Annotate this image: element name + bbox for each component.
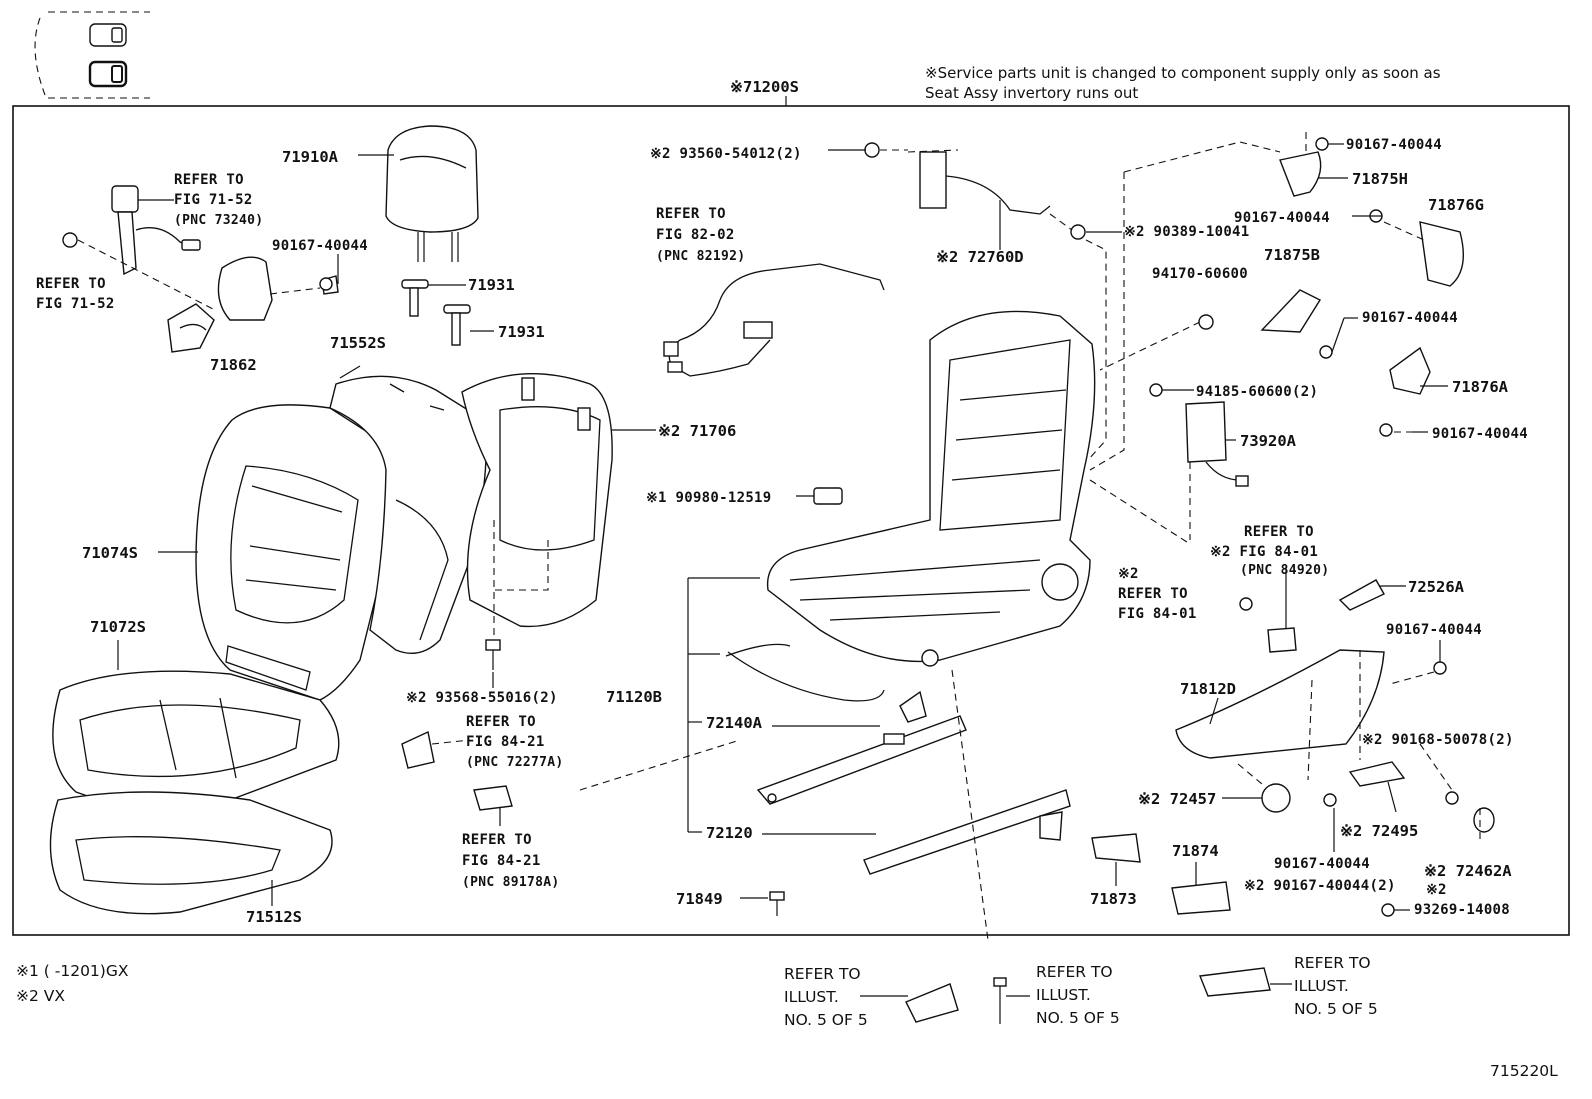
label-90167-left: 90167-40044 bbox=[272, 238, 368, 254]
seatback-pad-drawing bbox=[329, 375, 487, 654]
bottom-refer-drawings bbox=[905, 967, 1271, 1024]
seatback-board-drawing bbox=[461, 373, 613, 628]
refer-fig-84-01-a: REFER TO※2 FIG 84-01(PNC 84920) bbox=[1210, 524, 1329, 578]
label-90167-r2: 90167-40044 bbox=[1234, 210, 1330, 226]
label-90167-r4: 90167-40044 bbox=[1432, 426, 1528, 442]
label-71876A: 71876A bbox=[1452, 378, 1509, 396]
headrest-drawing bbox=[385, 125, 479, 262]
label-71120B: 71120B bbox=[606, 688, 662, 706]
footnote-2: ※2 VX bbox=[16, 987, 65, 1005]
diagram-code: 715220L bbox=[1490, 1062, 1558, 1080]
label-72495: ※2 72495 bbox=[1340, 822, 1418, 840]
label-72462A: ※2 72462A bbox=[1424, 862, 1512, 880]
label-71706: ※2 71706 bbox=[658, 422, 736, 440]
bracket-84-21-drawing bbox=[401, 730, 513, 811]
seatback-cover-drawing bbox=[195, 404, 393, 701]
label-71875H: 71875H bbox=[1352, 170, 1408, 188]
label-71512S: 71512S bbox=[246, 908, 302, 926]
label-72526A: 72526A bbox=[1408, 578, 1465, 596]
seat-track-drawings bbox=[756, 690, 1071, 875]
vehicle-seat-position-icon bbox=[34, 11, 150, 99]
side-cover-drawing bbox=[167, 256, 273, 353]
label-72140A: 72140A bbox=[706, 714, 763, 732]
label-71875B: 71875B bbox=[1264, 246, 1320, 264]
label-71873: 71873 bbox=[1090, 890, 1137, 908]
service-note-line1: ※Service parts unit is changed to compon… bbox=[925, 64, 1441, 82]
label-93269-mark: ※2 bbox=[1426, 882, 1447, 898]
cushion-cover-drawing bbox=[52, 670, 340, 809]
seat-frame-drawing bbox=[766, 310, 1096, 667]
label-93269: 93269-14008 bbox=[1414, 902, 1510, 918]
label-73920A: 73920A bbox=[1240, 432, 1297, 450]
headrest-support-drawings bbox=[401, 279, 471, 346]
label-90167-r3: 90167-40044 bbox=[1362, 310, 1458, 326]
leader-lines-right bbox=[1115, 132, 1481, 911]
bolt-71849-drawing bbox=[769, 891, 785, 916]
diagram-frame bbox=[12, 105, 1570, 936]
label-71072S: 71072S bbox=[90, 618, 146, 636]
label-71874: 71874 bbox=[1172, 842, 1219, 860]
label-71849: 71849 bbox=[676, 890, 723, 908]
label-71812D: 71812D bbox=[1180, 680, 1236, 698]
label-90167-r6: 90167-40044 bbox=[1274, 856, 1370, 872]
label-72457: ※2 72457 bbox=[1138, 790, 1216, 808]
label-90167-r1: 90167-40044 bbox=[1346, 137, 1442, 153]
label-71876G: 71876G bbox=[1428, 196, 1484, 214]
label-71910A: 71910A bbox=[282, 148, 339, 166]
harness-72760D-drawing bbox=[907, 149, 1051, 215]
cushion-pad-drawing bbox=[49, 791, 333, 915]
label-93560: ※2 93560-54012(2) bbox=[650, 146, 802, 162]
spring-wire-drawing bbox=[725, 643, 885, 702]
connector-drawing bbox=[813, 487, 843, 505]
clip-drawing bbox=[485, 639, 501, 670]
label-90167-r5: 90167-40044 bbox=[1386, 622, 1482, 638]
service-note-line2: Seat Assy invertory runs out bbox=[925, 84, 1138, 102]
label-71074S: 71074S bbox=[82, 544, 138, 562]
wire-harness-drawing bbox=[663, 263, 885, 377]
label-93568: ※2 93568-55016(2) bbox=[406, 690, 558, 706]
label-90389: ※2 90389-10041 bbox=[1124, 224, 1250, 240]
buckle-drawing bbox=[111, 185, 201, 276]
label-94170: 94170-60600 bbox=[1152, 266, 1248, 282]
part-labels: 71910A 71931 71931 71862 71552S ※2 71706… bbox=[82, 137, 1528, 926]
footnote-1: ※1 ( -1201)GX bbox=[16, 962, 129, 980]
main-assembly-code: ※71200S bbox=[730, 78, 799, 96]
label-90980: ※1 90980-12519 bbox=[646, 490, 772, 506]
label-71552S: 71552S bbox=[330, 334, 386, 352]
label-90168: ※2 90168-50078(2) bbox=[1362, 732, 1514, 748]
right-parts-drawings bbox=[1091, 151, 1495, 915]
label-71931-a: 71931 bbox=[468, 276, 515, 294]
label-71931-b: 71931 bbox=[498, 323, 545, 341]
label-72760D: ※2 72760D bbox=[936, 248, 1024, 266]
label-71862: 71862 bbox=[210, 356, 257, 374]
label-94185: 94185-60600(2) bbox=[1196, 384, 1318, 400]
label-90167-r7: ※2 90167-40044(2) bbox=[1244, 878, 1396, 894]
label-72120: 72120 bbox=[706, 824, 753, 842]
